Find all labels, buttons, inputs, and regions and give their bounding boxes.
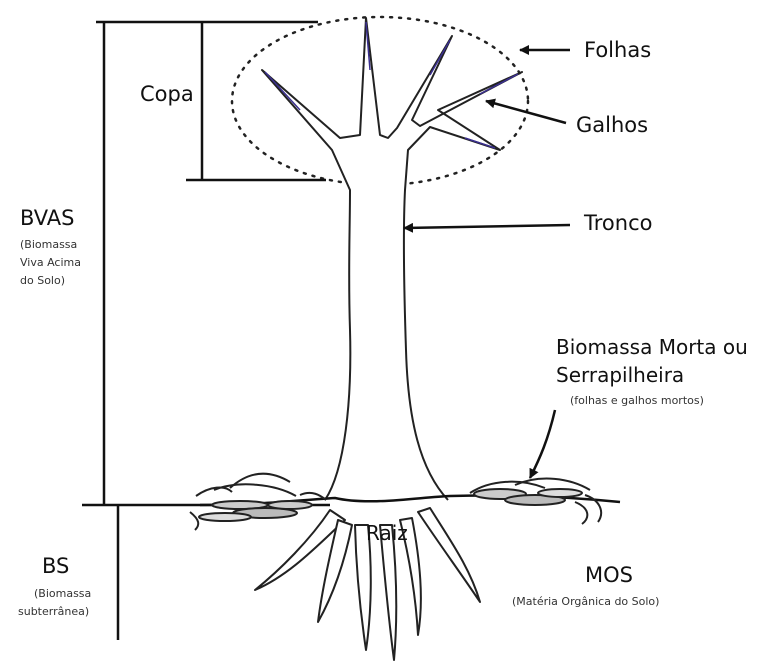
litter-left (190, 474, 326, 530)
scale-bars (82, 22, 330, 640)
tronco-label: Tronco (583, 211, 652, 235)
copa-label: Copa (140, 82, 194, 106)
biomassa-morta-line-1: Biomassa Morta ou (556, 335, 748, 359)
folhas-label: Folhas (584, 38, 651, 62)
bs-label: BS (42, 554, 69, 578)
bvas-sub-2: Viva Acima (20, 256, 81, 269)
mos-sub: (Matéria Orgânica do Solo) (512, 595, 659, 608)
bvas-sub-1: (Biomassa (20, 238, 77, 251)
biomassa-morta-sub: (folhas e galhos mortos) (570, 394, 704, 407)
bs-sub-1: (Biomassa (34, 587, 91, 600)
arrows (404, 50, 570, 478)
tree-trunk-branches (262, 18, 522, 500)
tronco-arrow (404, 225, 570, 228)
galhos-arrow (486, 101, 566, 123)
galhos-label: Galhos (576, 113, 648, 137)
bs-sub-2: subterrânea) (18, 605, 89, 618)
raiz-label: Raiz (366, 521, 408, 545)
branch-accents (265, 22, 518, 148)
bvas-label: BVAS (20, 206, 74, 230)
biomassa-morta-line-2: Serrapilheira (556, 363, 684, 387)
mos-label: MOS (585, 563, 633, 587)
bvas-sub-3: do Solo) (20, 274, 65, 287)
litter-right (470, 479, 601, 524)
litter-arrow (530, 410, 555, 478)
